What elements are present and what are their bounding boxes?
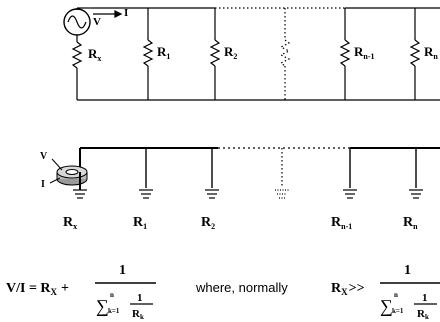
top-resistor-labels: Rx R1 R2 Rn-1 Rn — [88, 44, 438, 63]
rn-resistor-zigzag — [409, 39, 421, 67]
current-arrow-head-icon — [114, 10, 123, 18]
condition-sum-lower: k=1 — [392, 307, 404, 315]
ground-rn1-icon — [343, 189, 357, 199]
equation-numerator: 1 — [119, 263, 126, 278]
equation-sum-lower: k=1 — [108, 307, 120, 315]
condition-lhs: RX>> — [331, 281, 365, 297]
bottom-circuit — [79, 147, 440, 188]
ground-r1-icon — [139, 189, 153, 199]
source-current-label: I — [124, 7, 128, 19]
equation-sigma: ∑ — [96, 296, 109, 316]
ground-r2-icon — [205, 189, 219, 199]
source-voltage-label: V — [93, 16, 101, 28]
top-label-rn: Rn — [424, 44, 438, 61]
bottom-ground-labels: Rx R1 R2 Rn-1 Rn — [63, 215, 418, 231]
equation-inner-denominator: Rk — [132, 308, 144, 321]
condition-sigma: ∑ — [380, 296, 393, 316]
ground-rx-icon — [73, 189, 87, 199]
condition-inner-denominator: Rk — [417, 308, 429, 321]
condition-sum-upper: n — [394, 291, 398, 299]
top-label-rn1: Rn-1 — [354, 44, 375, 61]
bottom-label-r2: R2 — [201, 215, 215, 231]
middle-dotted-branch — [279, 8, 291, 100]
where-normally-text: where, normally — [195, 280, 288, 295]
top-label-r1: R1 — [157, 44, 170, 61]
top-label-r2: R2 — [224, 44, 237, 61]
ground-rn-icon — [409, 189, 423, 199]
equation: V/I = RX+ 1 ∑ n k=1 1 Rk where, normally… — [6, 263, 440, 321]
ac-source-sine-icon — [67, 15, 87, 29]
r1-resistor-zigzag — [142, 39, 154, 67]
equation-lhs: V/I = RX+ — [6, 281, 69, 297]
condition-inner-numerator: 1 — [422, 292, 428, 304]
bottom-label-rx: Rx — [63, 215, 77, 231]
condition-numerator: 1 — [404, 263, 411, 278]
equation-sum-upper: n — [110, 291, 114, 299]
current-probe-icon — [56, 165, 88, 190]
equation-inner-numerator: 1 — [137, 292, 143, 304]
bottom-label-rn: Rn — [403, 215, 418, 231]
top-label-rx: Rx — [88, 46, 101, 63]
rx-resistor-zigzag — [71, 41, 83, 69]
rn1-resistor-zigzag — [339, 39, 351, 67]
bottom-label-rn1: Rn-1 — [331, 215, 352, 231]
ground-middle-dotted-icon — [275, 189, 289, 199]
bottom-label-r1: R1 — [133, 215, 147, 231]
probe-i-lead — [49, 177, 61, 184]
probe-v-lead — [51, 158, 63, 171]
probe-voltage-label: V — [40, 151, 48, 162]
r2-resistor-zigzag — [209, 39, 221, 67]
probe-current-label: I — [41, 179, 45, 190]
top-circuit — [63, 7, 440, 101]
